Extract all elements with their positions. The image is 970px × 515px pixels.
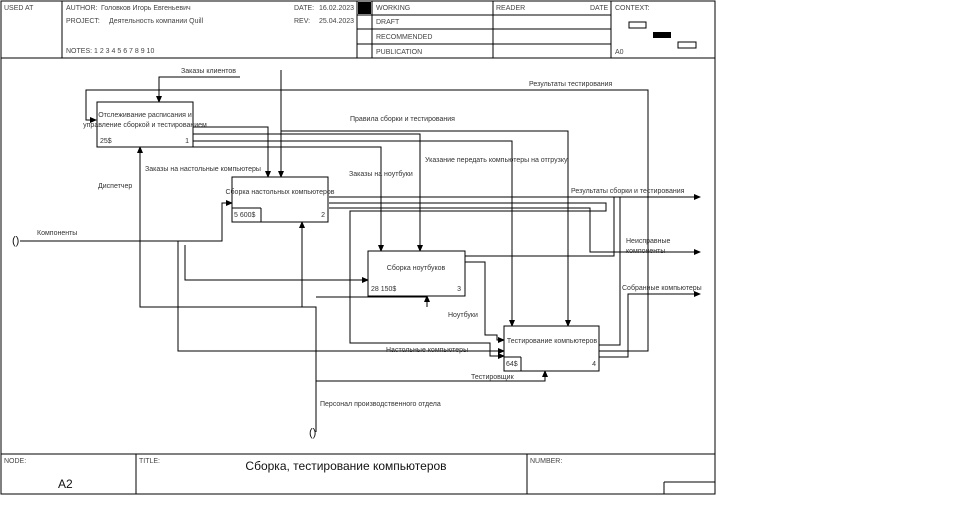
- label-zakazy-noutbuki: Заказы на ноутбуки: [349, 170, 413, 178]
- notes-label: NOTES: 1 2 3 4 5 6 7 8 9 10: [66, 48, 154, 55]
- date-label: DATE:: [294, 5, 314, 12]
- context-label: CONTEXT:: [615, 5, 650, 12]
- arrow-testirovshchik: [316, 370, 548, 382]
- box-1-cost: 25$: [100, 138, 112, 145]
- rev-value: 25.04.2023: [319, 18, 354, 25]
- box-2-cost: 5 600$: [234, 212, 256, 219]
- box-2[interactable]: Сборка настольных компьютеров 5 600$ 2: [225, 176, 335, 223]
- status-publication: PUBLICATION: [376, 49, 422, 56]
- label-testirovshchik: Тестировщик: [471, 374, 515, 381]
- box-3-label: Сборка ноутбуков: [387, 264, 446, 272]
- tunnel-marker-bottom: (): [309, 427, 316, 439]
- label-noutbuki: Ноутбуки: [448, 311, 478, 319]
- context-thumb-3: [677, 41, 697, 49]
- arrow-komponenty-box3: [184, 245, 369, 283]
- label-komponenty: Компоненты: [37, 230, 77, 237]
- node-value: A2: [58, 477, 73, 491]
- box-3-number: 3: [457, 286, 461, 293]
- label-rezultaty-testirovaniya: Результаты тестирования: [529, 81, 613, 88]
- box-1-label-line2: управление сборкой и тестированием: [83, 121, 207, 129]
- label-rezultaty-sborki: Результаты сборки и тестирования: [571, 187, 685, 195]
- title-label: TITLE:: [139, 458, 160, 465]
- box-3[interactable]: Сборка ноутбуков 28 150$ 3: [367, 250, 466, 297]
- header-block: USED AT AUTHOR: Головков Игорь Евгеньеви…: [1, 1, 715, 59]
- arrow-pravila: [281, 130, 571, 327]
- arrow-box4-out-a: [599, 197, 621, 346]
- diagram-frame: [0, 0, 716, 495]
- box-4-number: 4: [592, 361, 596, 368]
- arrow-ukazanie: [193, 140, 515, 327]
- context-node: A0: [615, 49, 624, 56]
- date-column-label: DATE: [590, 5, 608, 12]
- box-4-cost: 64$: [506, 361, 518, 368]
- arrow-noutbuki: [465, 261, 505, 343]
- node-label: NODE:: [4, 458, 26, 465]
- date-value: 16.02.2023: [319, 5, 354, 12]
- arrow-komponenty-box4: [177, 241, 505, 354]
- status-recommended: RECOMMENDED: [376, 34, 432, 41]
- box-4[interactable]: Тестирование компьютеров 64$ 4: [503, 325, 600, 372]
- label-ukazanie: Указание передать компьютеры на отгрузку: [425, 157, 568, 164]
- context-thumb-2: [653, 32, 671, 38]
- label-nastolnye: Настольные компьютеры: [386, 347, 468, 354]
- tunnel-marker-left: (): [12, 235, 19, 247]
- label-personal: Персонал производственного отдела: [320, 401, 441, 408]
- box-4-label: Тестирование компьютеров: [507, 338, 598, 345]
- number-label: NUMBER:: [530, 458, 562, 465]
- label-pravila: Правила сборки и тестирования: [350, 115, 455, 123]
- box-1-label-line1: Отслеживание расписания и: [98, 112, 192, 119]
- arrow-box1-out-a: [193, 126, 271, 178]
- arrow-zakazy-noutbuki: [193, 146, 384, 252]
- box-3-cost: 28 150$: [371, 286, 396, 293]
- author-value: Головков Игорь Евгеньевич: [101, 5, 191, 12]
- arrow-komponenty-box2: [20, 200, 233, 242]
- label-dispetcher: Диспетчер: [98, 183, 132, 190]
- box-1-number: 1: [185, 138, 189, 145]
- working-status-marker: [358, 2, 371, 14]
- arrow-box3-out-a: [465, 197, 615, 257]
- label-zakazy-nastolnye: Заказы на настольные компьютеры: [145, 166, 261, 173]
- label-sobrannye: Собранные компьютеры: [622, 284, 702, 292]
- box-1[interactable]: Отслеживание расписания и управление сбо…: [83, 101, 207, 148]
- label-zakazy-klientov: Заказы клиентов: [181, 68, 236, 75]
- arrow-neispravnye: [329, 207, 701, 255]
- arrows: [20, 70, 701, 432]
- arrow-box1-out-b: [193, 133, 423, 252]
- arrow-labels: Заказы клиентов Результаты тестирования …: [37, 68, 702, 408]
- context-thumb-1: [628, 21, 647, 29]
- rev-label: REV:: [294, 18, 310, 25]
- diagram-title: Сборка, тестирование компьютеров: [245, 459, 446, 473]
- arrow-nastolnye: [329, 202, 607, 359]
- status-working: WORKING: [376, 5, 410, 12]
- footer-block: NODE: A2 TITLE: Сборка, тестирование ком…: [1, 453, 715, 494]
- author-label: AUTHOR:: [66, 5, 98, 12]
- project-value: Деятельность компании Quill: [109, 18, 204, 25]
- arrow-zakazy-klientov: [156, 76, 240, 103]
- label-neispravnye-2: компоненты: [626, 248, 665, 255]
- arrow-dispetcher: [137, 146, 316, 308]
- arrow-personal-box2: [299, 221, 317, 432]
- arrow-rezultaty-testirovaniya: [85, 89, 649, 352]
- arrow-sobrannye: [599, 291, 701, 358]
- used-at-label: USED AT: [4, 5, 34, 12]
- label-neispravnye-1: Неисправные: [626, 238, 671, 245]
- box-2-number: 2: [321, 212, 325, 219]
- reader-label: READER: [496, 5, 525, 12]
- box-2-label: Сборка настольных компьютеров: [225, 188, 334, 196]
- project-label: PROJECT:: [66, 18, 100, 25]
- status-draft: DRAFT: [376, 19, 400, 26]
